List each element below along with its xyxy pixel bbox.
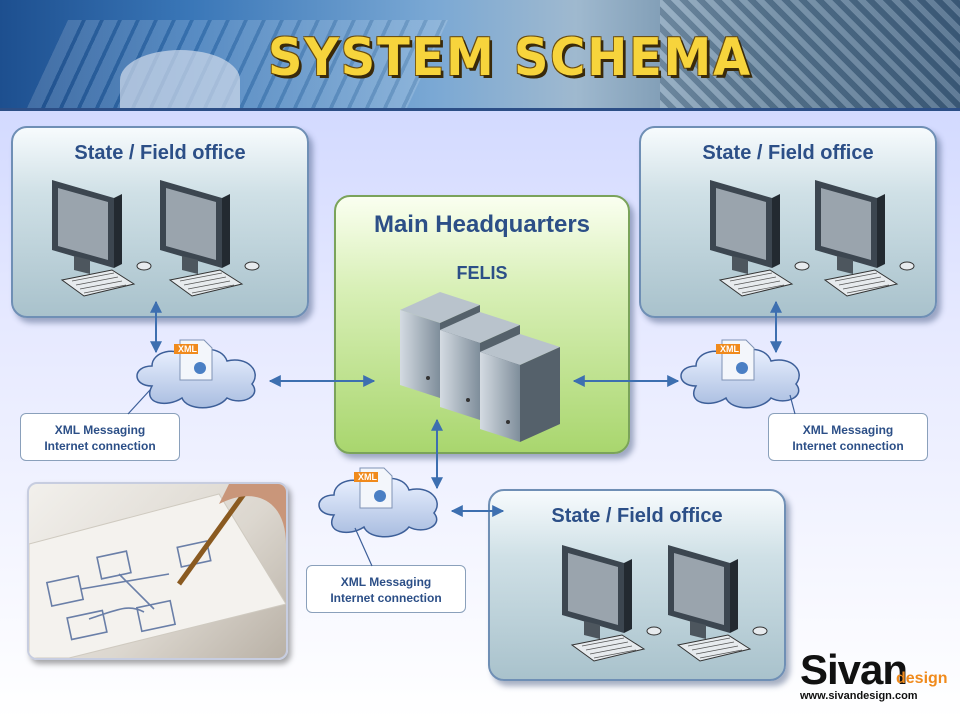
computer-icon-tr-1 — [709, 179, 810, 297]
callout-pointer-left — [127, 389, 151, 415]
xml-badge-right: XML — [720, 344, 740, 354]
office-title-top-left: State / Field office — [74, 142, 246, 164]
callout-right-line2: Internet connection — [792, 439, 904, 453]
callout-right-line1: XML Messaging — [802, 423, 894, 437]
header-banner — [0, 0, 960, 111]
pen — [176, 492, 247, 586]
computer-icon-tl-1 — [51, 179, 152, 297]
logo-name: Sivan — [800, 646, 908, 693]
sketch-drawing — [29, 484, 286, 658]
callout-left: XML Messaging Internet connection — [20, 413, 180, 461]
logo-suffix: design — [896, 670, 948, 687]
office-title-bottom-right: State / Field office — [551, 505, 723, 527]
computer-icon-tr-2 — [814, 179, 915, 297]
headquarters-subtitle: FELIS — [456, 263, 508, 283]
sketch-photo — [27, 482, 288, 660]
callout-bottom-line1: XML Messaging — [340, 575, 432, 589]
callout-pointer-right — [789, 394, 796, 415]
server-icon-3 — [480, 334, 560, 442]
computer-icon-tl-2 — [159, 179, 260, 297]
hand-image — [120, 50, 240, 108]
office-title-top-right: State / Field office — [702, 142, 874, 164]
callout-left-line1: XML Messaging — [54, 423, 146, 437]
sketch-lines — [45, 540, 212, 641]
xml-badge-left: XML — [178, 344, 198, 354]
city-image — [660, 0, 960, 108]
callout-left-line2: Internet connection — [44, 439, 156, 453]
xml-badge-bottom: XML — [358, 472, 378, 482]
callout-bottom: XML Messaging Internet connection — [306, 565, 466, 613]
callout-bottom-line2: Internet connection — [330, 591, 442, 605]
hand — [219, 484, 286, 544]
computer-icon-br-2 — [667, 544, 768, 662]
page-title: SYSTEM SCHEMA — [268, 28, 752, 88]
callout-pointer-bottom — [354, 527, 373, 567]
callout-right: XML Messaging Internet connection — [768, 413, 928, 461]
computer-icon-br-1 — [561, 544, 662, 662]
server-icon-group — [400, 292, 560, 442]
logo-url: www.sivandesign.com — [800, 690, 918, 702]
headquarters-title: Main Headquarters — [373, 211, 591, 238]
